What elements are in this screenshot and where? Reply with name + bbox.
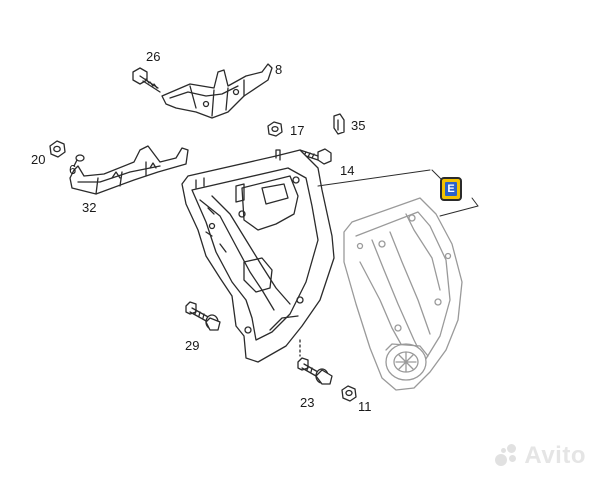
bolt-26 bbox=[132, 67, 161, 93]
bracket-8 bbox=[161, 63, 273, 119]
callout-14: 14 bbox=[340, 163, 355, 178]
avito-logo-icon bbox=[495, 444, 521, 468]
clip-35 bbox=[333, 113, 345, 135]
callout-23: 23 bbox=[300, 395, 315, 410]
callout-20: 20 bbox=[31, 152, 46, 167]
bolt-29 bbox=[185, 301, 221, 331]
nut-17 bbox=[267, 121, 283, 137]
callout-32: 32 bbox=[82, 200, 97, 215]
callout-29: 29 bbox=[185, 338, 200, 353]
detail-tag-badge: E bbox=[440, 177, 462, 201]
nut-11 bbox=[341, 385, 357, 402]
washer-6 bbox=[73, 154, 85, 167]
bracket-32 bbox=[69, 145, 189, 195]
callout-8: 8 bbox=[275, 62, 283, 77]
carrier-plate bbox=[181, 149, 335, 363]
avito-watermark: Avito bbox=[495, 442, 586, 470]
detail-tag-letter: E bbox=[445, 182, 457, 196]
nut-20 bbox=[49, 140, 66, 158]
callout-26: 26 bbox=[146, 49, 161, 64]
callout-11: 11 bbox=[358, 399, 372, 414]
avito-wordmark: Avito bbox=[524, 442, 586, 469]
callout-35: 35 bbox=[351, 118, 366, 133]
bolt-23 bbox=[297, 357, 333, 385]
callout-6: 6 bbox=[69, 162, 77, 177]
window-regulator bbox=[343, 197, 463, 391]
callout-17: 17 bbox=[290, 123, 305, 138]
